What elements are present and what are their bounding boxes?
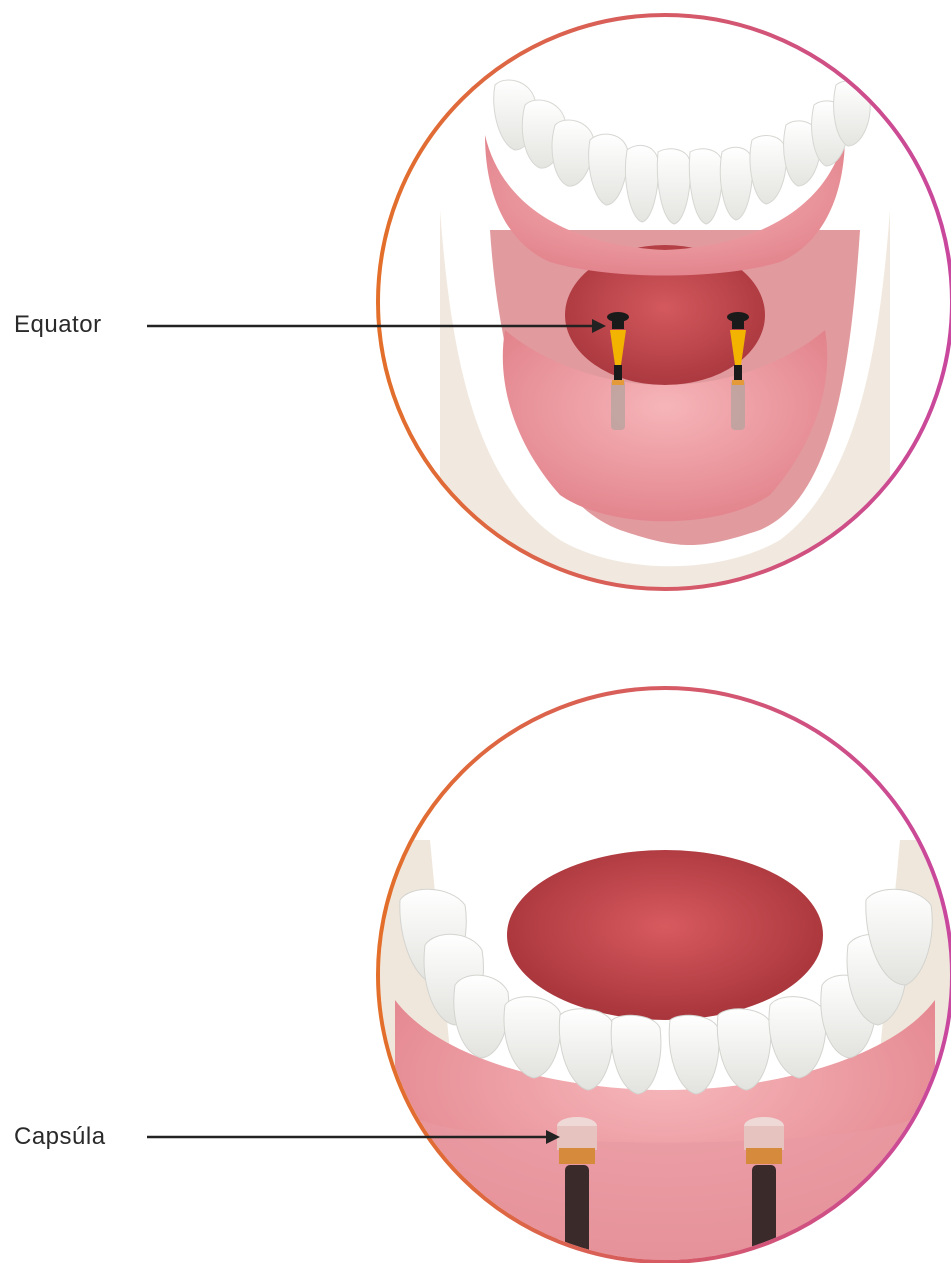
capsule-attachment-left (557, 1117, 597, 1164)
capsule-attachment-right (744, 1117, 784, 1164)
implant-left (565, 1165, 589, 1255)
tongue (507, 850, 823, 1020)
capsula-label: Capsúla (14, 1123, 106, 1151)
